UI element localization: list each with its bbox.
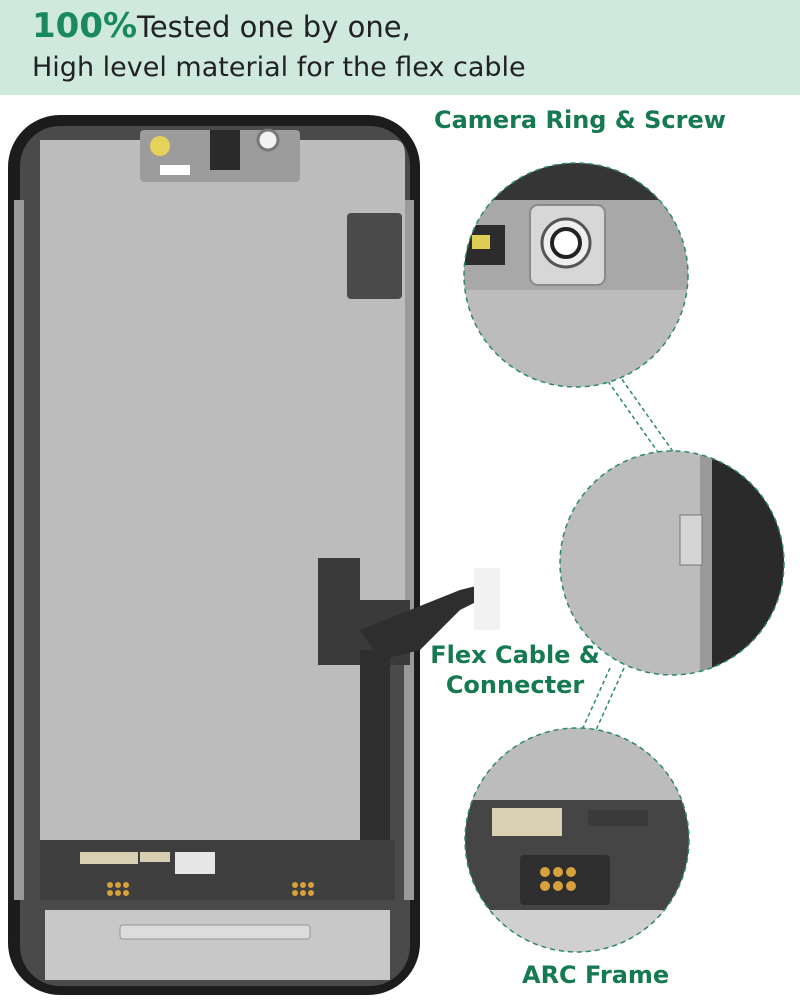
banner-subtitle: High level material for the flex cable <box>32 52 526 83</box>
banner-headline-text: Tested one by one, <box>137 10 411 44</box>
zoom-circle-arc-frame <box>464 727 690 953</box>
label-camera-ring: Camera Ring & Screw <box>434 106 726 134</box>
label-flex-line2: Connecter <box>445 671 585 699</box>
bottom-frame <box>40 840 395 980</box>
zoom-circle-camera <box>463 162 689 388</box>
label-flex-line1: Flex Cable & <box>430 641 600 669</box>
label-flex-cable: Flex Cable & Connecter <box>425 640 605 700</box>
top-banner: 100%Tested one by one, High level materi… <box>0 0 800 95</box>
flex-cable <box>318 558 500 860</box>
banner-headline: 100%Tested one by one, <box>32 6 411 46</box>
callout-connectors <box>581 367 675 731</box>
camera-bracket <box>140 128 300 182</box>
lcd-screen-assembly <box>8 115 500 995</box>
label-arc-frame: ARC Frame <box>522 961 670 989</box>
banner-percent: 100% <box>32 6 138 46</box>
